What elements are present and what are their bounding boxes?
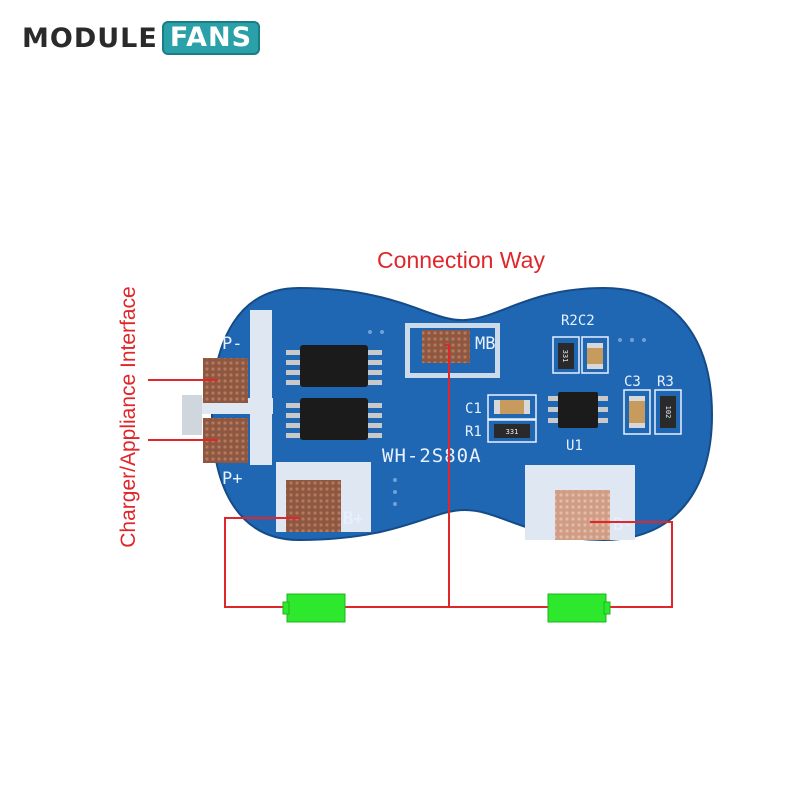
label-r3: R3 [657,374,674,390]
label-mb: MB [475,334,495,354]
r3-mark: 102 [664,406,672,419]
mosfet-chip-bottom [286,398,382,440]
pad-b-plus [286,480,341,532]
label-r1: R1 [465,424,482,440]
u1-chip [548,392,608,428]
c2-capacitor [581,336,609,374]
label-c3: C3 [624,374,641,390]
label-u1: U1 [566,438,583,454]
label-b-plus: B+ [343,509,363,529]
r3-resistor: 102 [654,389,682,435]
r2-resistor: 331 [552,336,580,374]
r1-mark: 331 [506,428,519,436]
c3-capacitor [623,389,651,435]
label-c1: C1 [465,401,482,417]
r2-mark: 331 [561,350,569,363]
logo-word-module: MODULE [22,22,158,54]
logo-word-fans: FANS [161,21,261,55]
battery-left [282,593,346,623]
label-p-plus: P+ [222,469,242,489]
wiring [148,344,673,608]
battery-right [547,593,611,623]
pad-b-minus [555,490,610,540]
board-model: WH-2S80A [382,445,482,467]
wire-b-minus [590,521,673,608]
diagram-title: Connection Way [377,247,545,273]
pad-mb [422,330,470,363]
wire-b-plus [224,517,300,608]
c1-capacitor [487,394,537,420]
mosfet-chip-top [286,345,382,387]
r1-resistor: 331 [487,419,537,443]
brand-logo: MODULE FANS [22,20,261,56]
label-p-minus: P- [222,334,242,354]
wire-mb [445,344,450,607]
label-b-minus: B- [613,515,633,535]
interface-label: Charger/Appliance Interface [117,286,140,548]
label-r2c2: R2C2 [561,313,595,329]
